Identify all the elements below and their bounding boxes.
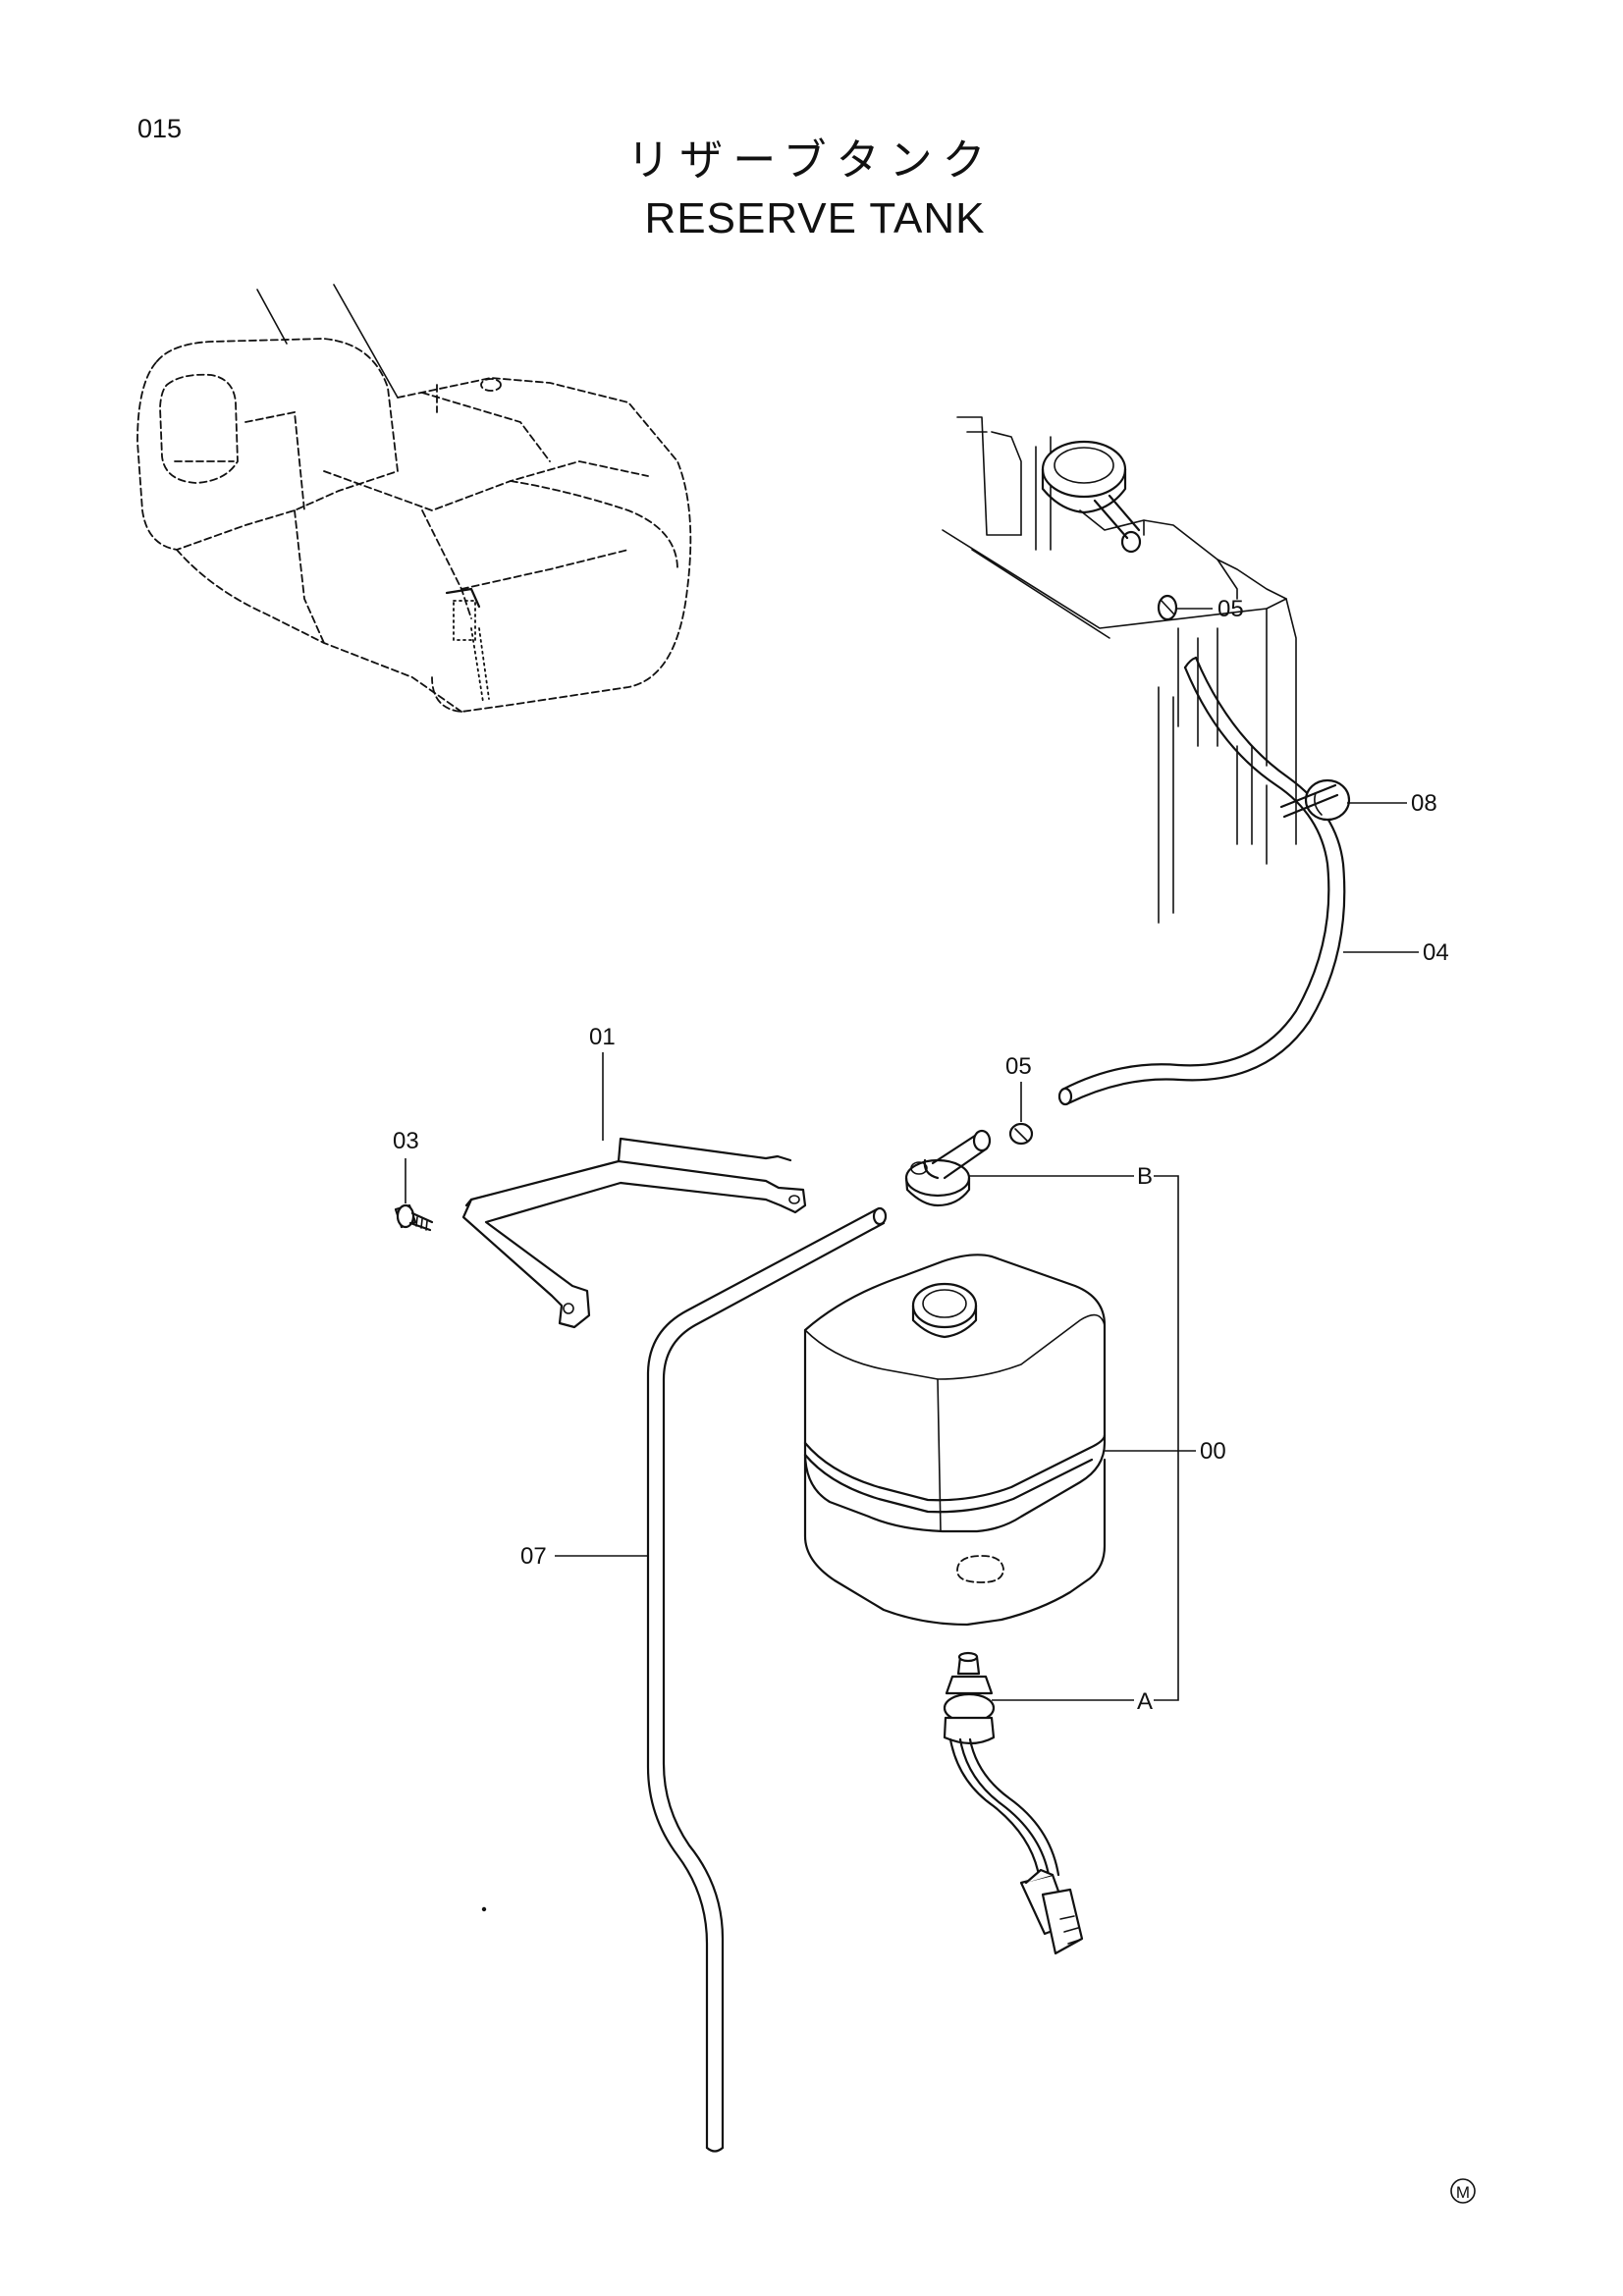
- callout-00: 00: [1200, 1438, 1226, 1465]
- overflow-hose: [1057, 656, 1346, 1106]
- reserve-tank: [803, 1254, 1107, 1627]
- callout-04: 04: [1423, 939, 1449, 966]
- callout-07: 07: [520, 1543, 547, 1570]
- title-english: RESERVE TANK: [644, 194, 985, 242]
- callout-A: A: [1137, 1688, 1153, 1715]
- tank-bracket: [461, 1137, 807, 1329]
- tank-cap: [904, 1129, 992, 1207]
- callout-05-radiator: 05: [1217, 596, 1244, 622]
- level-sensor: [943, 1651, 1084, 1955]
- hose-clip: [1008, 1122, 1034, 1146]
- bolt: [394, 1203, 434, 1232]
- title-japanese: リザーブタンク: [626, 135, 995, 186]
- stray-dot: [481, 1906, 487, 1912]
- m-mark: M: [1450, 2178, 1476, 2204]
- radiator-assembly: [942, 416, 1297, 924]
- callout-03: 03: [393, 1128, 419, 1154]
- callout-B: B: [1137, 1163, 1153, 1190]
- drain-hose: [646, 1206, 888, 2153]
- callout-05-cap: 05: [1005, 1053, 1032, 1080]
- leader-lines: [405, 608, 1419, 1701]
- excavator-location-sketch: [136, 284, 692, 713]
- callout-08: 08: [1411, 790, 1437, 817]
- hose-clamp: [1279, 778, 1351, 822]
- svg-text:M: M: [1456, 2183, 1470, 2202]
- page-number: 015: [137, 114, 182, 143]
- callout-01: 01: [589, 1024, 616, 1050]
